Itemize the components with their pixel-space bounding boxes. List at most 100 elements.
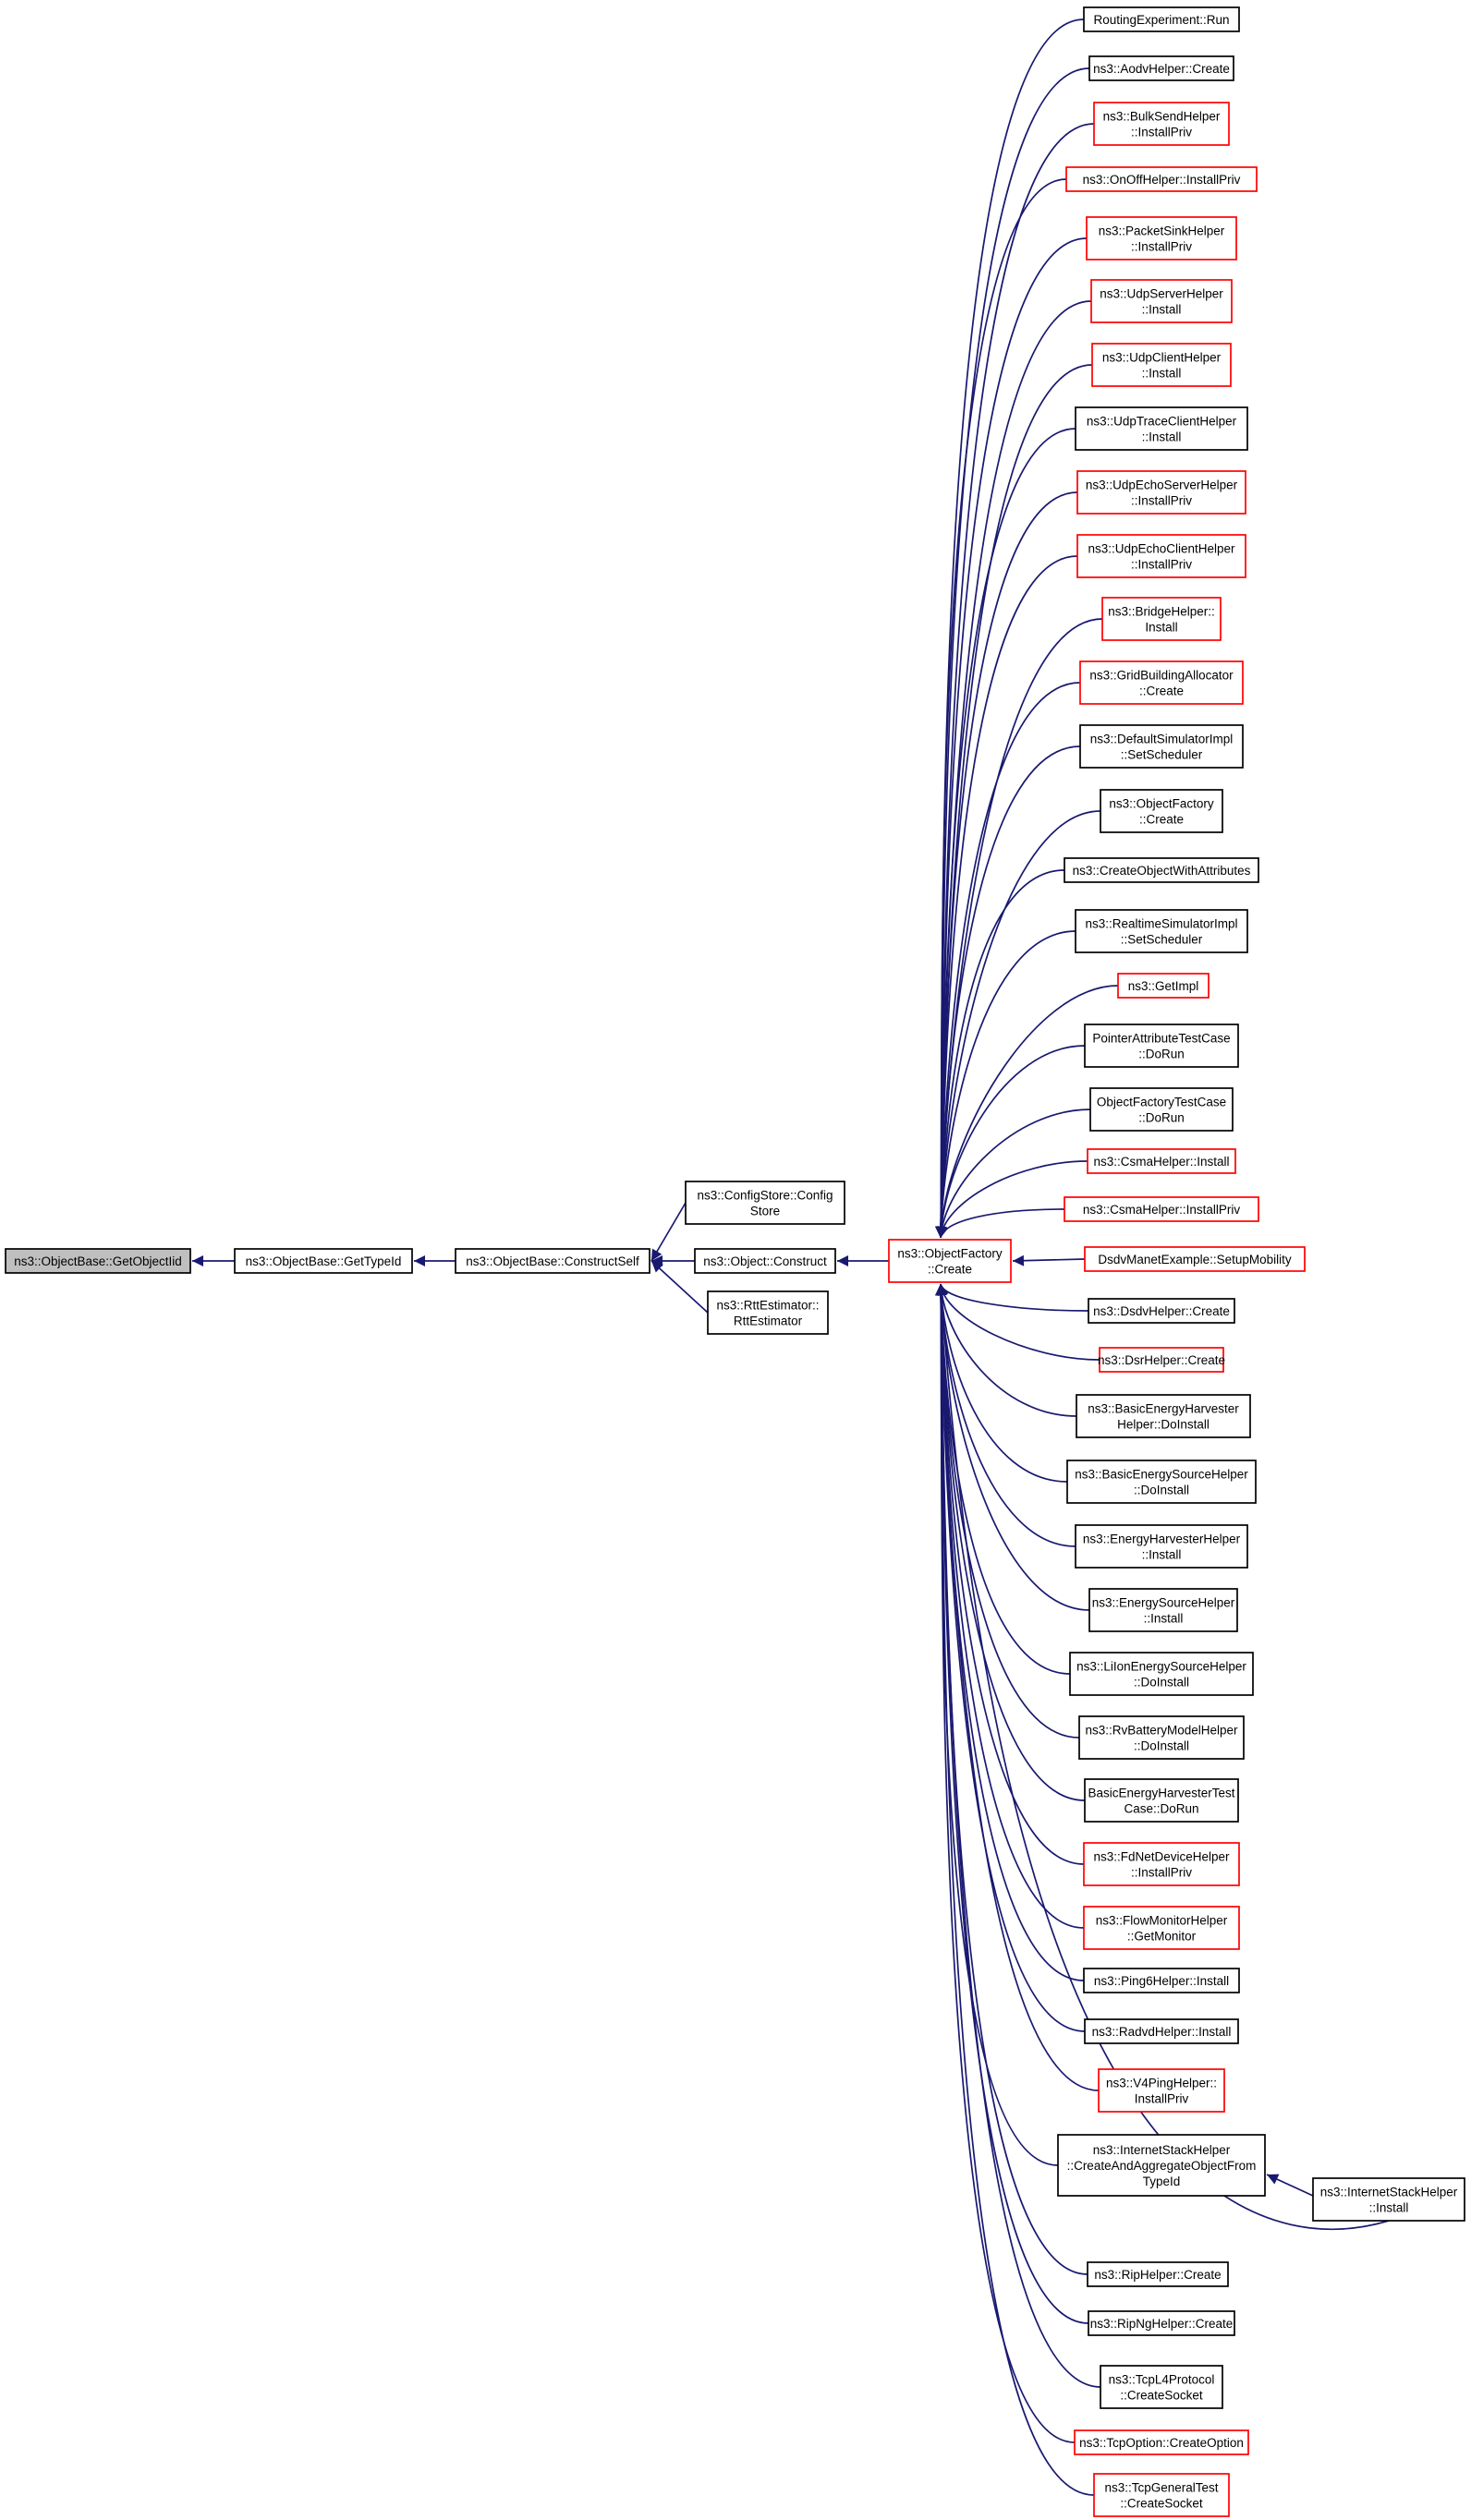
node-label: ns3::Object::Construct — [703, 1254, 827, 1268]
node-rttestimator[interactable]: ns3::RttEstimator::RttEstimator — [707, 1290, 829, 1335]
node-c8[interactable]: ns3::UdpEchoServerHelper::InstallPriv — [1076, 470, 1246, 515]
node-label: ::InstallPriv — [1131, 1866, 1192, 1880]
node-c41[interactable]: ns3::TcpGeneralTest::CreateSocket — [1093, 2473, 1230, 2517]
node-label: ns3::RvBatteryModelHelper — [1085, 1724, 1238, 1738]
node-box — [1084, 1024, 1239, 1068]
node-c40[interactable]: ns3::TcpOption::CreateOption — [1074, 2429, 1249, 2455]
node-c17[interactable]: PointerAttributeTestCase::DoRun — [1084, 1024, 1239, 1068]
node-c33[interactable]: ns3::Ping6Helper::Install — [1083, 1968, 1240, 1993]
node-c37[interactable]: ns3::RipHelper::Create — [1087, 2261, 1229, 2287]
node-c35[interactable]: ns3::V4PingHelper::InstallPriv — [1098, 2068, 1225, 2113]
node-box — [5, 1248, 191, 1274]
node-c13[interactable]: ns3::ObjectFactory::Create — [1100, 789, 1223, 833]
node-c38[interactable]: ns3::RipNgHelper::Create — [1088, 2310, 1235, 2336]
node-c2[interactable]: ns3::BulkSendHelper::InstallPriv — [1093, 102, 1230, 146]
node-c10[interactable]: ns3::BridgeHelper::Install — [1101, 597, 1222, 641]
node-box — [1099, 1347, 1224, 1373]
node-c1[interactable]: ns3::AodvHelper::Create — [1088, 55, 1234, 81]
node-c32[interactable]: ns3::FlowMonitorHelper::GetMonitor — [1083, 1906, 1240, 1950]
node-box — [1084, 1246, 1306, 1272]
edge-c26-to-factorycreate — [935, 1283, 1076, 1547]
node-label: ns3::ObjectBase::GetTypeId — [246, 1254, 402, 1268]
node-box — [1088, 55, 1234, 81]
node-c9[interactable]: ns3::UdpEchoClientHelper::InstallPriv — [1076, 534, 1246, 578]
node-label: ns3::UdpServerHelper — [1100, 287, 1223, 301]
node-c16[interactable]: ns3::GetImpl — [1117, 973, 1210, 999]
node-c29[interactable]: ns3::RvBatteryModelHelper::DoInstall — [1078, 1715, 1245, 1760]
edge-c15-to-factorycreate — [935, 930, 1076, 1239]
node-c22[interactable]: ns3::DsdvHelper::Create — [1088, 1298, 1235, 1324]
edge-c24-to-factorycreate — [935, 1283, 1077, 1417]
node-c31[interactable]: ns3::FdNetDeviceHelper::InstallPriv — [1083, 1842, 1240, 1886]
node-box — [1075, 1524, 1248, 1569]
node-gettypeid[interactable]: ns3::ObjectBase::GetTypeId — [234, 1248, 413, 1274]
node-c4[interactable]: ns3::PacketSinkHelper::InstallPriv — [1086, 216, 1237, 260]
node-c7[interactable]: ns3::UdpTraceClientHelper::Install — [1075, 406, 1248, 451]
node-factorycreate[interactable]: ns3::ObjectFactory::Create — [888, 1239, 1012, 1283]
edge-rttestimator-to-constructself — [650, 1260, 709, 1314]
node-box — [1086, 216, 1237, 260]
edge-c31-to-factorycreate — [935, 1283, 1085, 1865]
node-label: ns3::RipNgHelper::Create — [1090, 2317, 1234, 2331]
node-box — [234, 1248, 413, 1274]
node-c5[interactable]: ns3::UdpServerHelper::Install — [1090, 279, 1233, 323]
node-c28[interactable]: ns3::LiIonEnergySourceHelper::DoInstall — [1069, 1652, 1254, 1696]
edge-c9-to-factorycreate — [935, 555, 1078, 1239]
node-box — [1079, 724, 1244, 769]
node-box — [1098, 2068, 1225, 2113]
node-label: ::CreateSocket — [1120, 2389, 1203, 2403]
node-configstore[interactable]: ns3::ConfigStore::ConfigStore — [685, 1181, 845, 1225]
node-label: TypeId — [1143, 2175, 1181, 2188]
node-c18[interactable]: ObjectFactoryTestCase::DoRun — [1089, 1087, 1234, 1132]
node-label: ::DoRun — [1138, 1048, 1185, 1061]
node-c27[interactable]: ns3::EnergySourceHelper::Install — [1088, 1588, 1238, 1632]
node-box — [1093, 2473, 1230, 2517]
node-label: DsdvManetExample::SetupMobility — [1098, 1253, 1292, 1266]
node-box — [1066, 1460, 1257, 1504]
node-label: BasicEnergyHarvesterTest — [1088, 1787, 1234, 1800]
node-c19[interactable]: ns3::CsmaHelper::Install — [1087, 1148, 1236, 1174]
node-label: ns3::ObjectFactory — [1109, 797, 1214, 811]
node-c25[interactable]: ns3::BasicEnergySourceHelper::DoInstall — [1066, 1460, 1257, 1504]
node-c11[interactable]: ns3::GridBuildingAllocator::Create — [1079, 660, 1244, 705]
node-label: ns3::UdpClientHelper — [1102, 351, 1222, 365]
node-box — [1075, 909, 1248, 953]
node-objconstruct[interactable]: ns3::Object::Construct — [694, 1248, 836, 1274]
node-label: RoutingExperiment::Run — [1093, 13, 1229, 27]
node-c12[interactable]: ns3::DefaultSimulatorImpl::SetScheduler — [1079, 724, 1244, 769]
node-box — [1083, 1906, 1240, 1950]
node-label: ns3::Ping6Helper::Install — [1094, 1974, 1229, 1988]
node-c0[interactable]: RoutingExperiment::Run — [1083, 6, 1240, 32]
node-label: ns3::BasicEnergySourceHelper — [1075, 1468, 1248, 1482]
node-constructself[interactable]: ns3::ObjectBase::ConstructSelf — [455, 1248, 650, 1274]
node-c39[interactable]: ns3::TcpL4Protocol::CreateSocket — [1100, 2365, 1223, 2409]
node-label: ns3::DefaultSimulatorImpl — [1090, 733, 1234, 746]
node-box — [1084, 2018, 1239, 2044]
edge-c35-to-factorycreate — [935, 1283, 1100, 2091]
node-root[interactable]: ns3::ObjectBase::GetObjectIid — [5, 1248, 191, 1274]
node-c23[interactable]: ns3::DsrHelper::Create — [1098, 1347, 1225, 1373]
node-c20[interactable]: ns3::CsmaHelper::InstallPriv — [1064, 1196, 1259, 1222]
node-label: ::DoInstall — [1134, 1739, 1189, 1753]
node-box — [1076, 1394, 1251, 1438]
node-label: InstallPriv — [1135, 2092, 1189, 2106]
node-label: ns3::UdpEchoServerHelper — [1086, 479, 1238, 492]
node-c3[interactable]: ns3::OnOffHelper::InstallPriv — [1065, 166, 1258, 192]
node-label: ns3::LiIonEnergySourceHelper — [1076, 1660, 1246, 1674]
node-box — [694, 1248, 836, 1274]
node-label: Install — [1145, 621, 1177, 635]
node-box — [1091, 343, 1232, 387]
node-c14[interactable]: ns3::CreateObjectWithAttributes — [1064, 857, 1259, 883]
node-label: ns3::BridgeHelper:: — [1108, 605, 1215, 619]
node-box — [1088, 1298, 1235, 1324]
node-c34[interactable]: ns3::RadvdHelper::Install — [1084, 2018, 1239, 2044]
edge-c12-to-factorycreate — [935, 745, 1081, 1239]
node-c21[interactable]: DsdvManetExample::SetupMobility — [1084, 1246, 1306, 1272]
node-c26[interactable]: ns3::EnergyHarvesterHelper::Install — [1075, 1524, 1248, 1569]
node-c15[interactable]: ns3::RealtimeSimulatorImpl::SetScheduler — [1075, 909, 1248, 953]
node-c24[interactable]: ns3::BasicEnergyHarvesterHelper::DoInsta… — [1076, 1394, 1251, 1438]
node-ish[interactable]: ns3::InternetStackHelper::Install — [1312, 2177, 1465, 2222]
node-c36[interactable]: ns3::InternetStackHelper::CreateAndAggre… — [1057, 2134, 1266, 2197]
node-c6[interactable]: ns3::UdpClientHelper::Install — [1091, 343, 1232, 387]
